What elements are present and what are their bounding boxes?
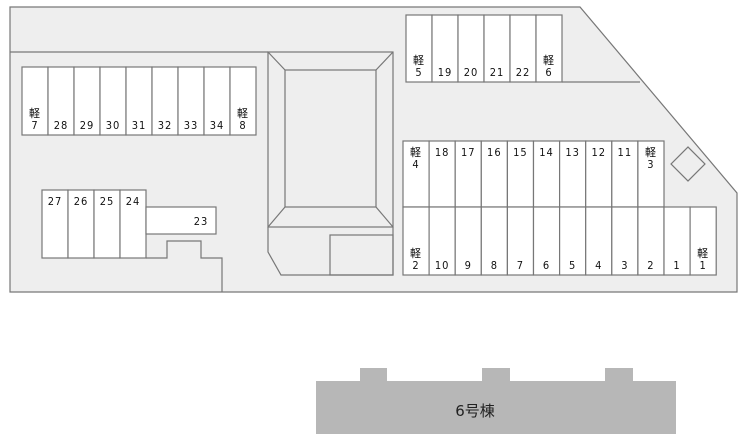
diamond-marker <box>670 146 706 182</box>
parking-slot[interactable]: 4 <box>585 206 613 276</box>
parking-slot[interactable]: 26 <box>67 189 95 259</box>
parking-slot[interactable]: 22 <box>509 14 537 83</box>
parking-slot[interactable]: 33 <box>177 66 205 136</box>
parking-slot-label: 9 <box>465 259 472 272</box>
parking-slot[interactable]: 30 <box>99 66 127 136</box>
parking-slot[interactable]: 17 <box>454 140 482 208</box>
parking-slot-label: 32 <box>158 119 173 132</box>
parking-slot-label: 12 <box>591 146 606 159</box>
parking-slot[interactable]: 1 <box>663 206 691 276</box>
parking-slot-label: 21 <box>490 66 505 79</box>
parking-slot[interactable]: 20 <box>457 14 485 83</box>
parking-slot[interactable]: 13 <box>558 140 587 208</box>
parking-slot[interactable]: 6 <box>532 206 561 276</box>
parking-slot-label: 17 <box>461 146 476 159</box>
parking-slot[interactable]: 9 <box>454 206 482 276</box>
parking-slot-label: 31 <box>132 119 147 132</box>
parking-slot-label: 3 <box>621 259 628 272</box>
parking-slot[interactable]: 21 <box>483 14 511 83</box>
parking-slot-label: 27 <box>48 195 63 208</box>
parking-slot-label: 4 <box>595 259 602 272</box>
central-structure <box>267 51 394 276</box>
parking-slot[interactable]: 28 <box>47 66 75 136</box>
parking-slot-label: 5 <box>569 259 576 272</box>
parking-slot-label: 7 <box>517 259 524 272</box>
parking-slot-label: 6 <box>543 259 550 272</box>
parking-slot[interactable]: 34 <box>203 66 231 136</box>
parking-slot[interactable]: 31 <box>125 66 153 136</box>
parking-slot-label: 13 <box>565 146 580 159</box>
parking-slot-label: 14 <box>539 146 554 159</box>
parking-slot-label: 8 <box>491 259 498 272</box>
parking-slot-label: 29 <box>80 119 95 132</box>
parking-slot[interactable]: 12 <box>585 140 613 208</box>
parking-slot[interactable]: 32 <box>151 66 179 136</box>
parking-slot-label: 2 <box>647 259 654 272</box>
parking-slot[interactable]: 27 <box>41 189 69 259</box>
parking-slot[interactable]: 19 <box>431 14 459 83</box>
slot-23[interactable]: 23 <box>145 206 217 235</box>
parking-slot-label: 19 <box>438 66 453 79</box>
slot-23-label: 23 <box>194 215 209 228</box>
parking-slot-label: 15 <box>513 146 528 159</box>
parking-slot-label: 10 <box>435 259 450 272</box>
parking-slot-label: 25 <box>100 195 115 208</box>
parking-slot[interactable]: 5 <box>558 206 587 276</box>
parking-slot-label: 34 <box>210 119 225 132</box>
parking-slot-label: 24 <box>126 195 141 208</box>
parking-slot[interactable]: 29 <box>73 66 101 136</box>
parking-slot[interactable]: 25 <box>93 189 121 259</box>
parking-slot[interactable]: 2 <box>637 206 665 276</box>
parking-slot[interactable]: 11 <box>611 140 639 208</box>
parking-slot[interactable]: 15 <box>506 140 535 208</box>
building-6: 6号棟 <box>316 368 676 434</box>
parking-slot[interactable]: 8 <box>480 206 508 276</box>
parking-slot[interactable]: 7 <box>506 206 535 276</box>
parking-slot-label: 16 <box>487 146 502 159</box>
parking-slot-label: 18 <box>435 146 450 159</box>
parking-slot-label: 30 <box>106 119 121 132</box>
parking-slot[interactable]: 14 <box>532 140 561 208</box>
lot-boundary-notch <box>146 240 223 292</box>
building-label: 6号棟 <box>455 402 495 420</box>
parking-slot[interactable]: 18 <box>428 140 456 208</box>
parking-slot-label: 20 <box>464 66 479 79</box>
parking-slot[interactable]: 16 <box>480 140 508 208</box>
parking-slot-label: 28 <box>54 119 69 132</box>
parking-slot[interactable]: 3 <box>611 206 639 276</box>
parking-slot[interactable]: 10 <box>428 206 456 276</box>
parking-slot-label: 33 <box>184 119 199 132</box>
parking-slot-label: 11 <box>618 146 633 159</box>
parking-slot-label: 22 <box>516 66 531 79</box>
parking-slot-label: 1 <box>673 259 680 272</box>
parking-slot-label: 26 <box>74 195 89 208</box>
row-small-left: 27 26 25 24 <box>41 189 147 259</box>
parking-slot[interactable]: 24 <box>119 189 147 259</box>
